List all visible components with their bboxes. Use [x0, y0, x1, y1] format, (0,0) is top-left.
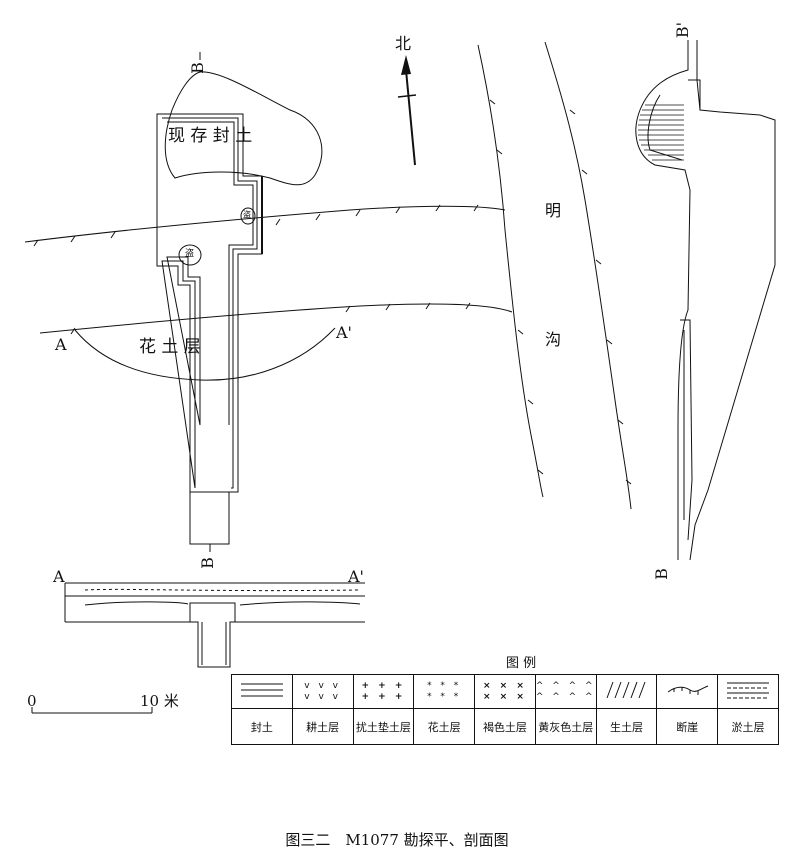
- north-arrow-bar: [397, 94, 417, 98]
- caret-pattern-icon: ^ ^ ^ ^^ ^ ^ ^: [535, 680, 596, 702]
- niche-left-circle: [178, 244, 202, 266]
- legend-symbol-mound: [231, 674, 293, 709]
- boundary-line-lower: [39, 303, 513, 334]
- plan-marker-a: A: [55, 335, 67, 354]
- ditch-west-edge: [477, 44, 544, 498]
- section-bb-drawing: [635, 40, 776, 561]
- scale-bar-line: [31, 707, 153, 714]
- section-b-prime-label: B': [673, 21, 693, 39]
- horizontal-lines-icon: [240, 683, 283, 697]
- tomb-inner-wall: [166, 121, 254, 426]
- ditch-label-1: 明: [545, 201, 562, 220]
- legend-label-silt: 淤土层: [717, 708, 779, 745]
- plan-marker-b-bottom: B: [197, 557, 217, 569]
- legend-symbol-cliff: [656, 674, 719, 709]
- flower-soil-outline: [74, 327, 336, 381]
- legend-symbol-yellow-gray: ^ ^ ^ ^^ ^ ^ ^: [534, 674, 597, 709]
- north-arrow-head: [401, 55, 411, 75]
- north-label: 北: [395, 34, 412, 53]
- legend-symbol-brown: × × ×× × ×: [474, 674, 536, 709]
- section-a-prime-label: A': [348, 567, 364, 586]
- north-arrow-shaft: [405, 69, 416, 166]
- mound-label: 现 存 封 土: [168, 126, 253, 146]
- legend-label-disturbed: 扰土垫土层: [352, 708, 415, 745]
- niche-left-label: 盗: [185, 249, 195, 259]
- scale-zero-label: 0: [27, 692, 37, 710]
- scale-ten-label: 10 米: [140, 692, 179, 710]
- flower-soil-label: 花 土 层: [139, 337, 201, 357]
- section-bb-hatch: [638, 104, 684, 161]
- section-b-label: B: [651, 568, 671, 580]
- asterisk-pattern-icon: * * ** * *: [427, 680, 462, 702]
- cross-pattern-icon: × × ×× × ×: [483, 680, 527, 702]
- legend-label-mound: 封土: [231, 708, 293, 745]
- legend-label-cultivated: 耕土层: [291, 708, 354, 745]
- legend-label-brown: 褐色土层: [474, 708, 536, 745]
- legend-title: 图 例: [506, 656, 537, 671]
- legend-label-flower: 花土层: [413, 708, 476, 745]
- legend-label-yellow-gray: 黄灰色土层: [534, 708, 597, 745]
- plan-marker-b-top: B: [187, 62, 207, 74]
- boundary-line-upper: [24, 205, 506, 243]
- tomb-outer-wall: [156, 113, 263, 545]
- section-a-label: A: [53, 567, 65, 586]
- legend-symbol-raw: [595, 674, 658, 709]
- niche-small-label: 盗: [243, 210, 251, 219]
- legend-symbol-silt: [717, 674, 779, 709]
- cliff-pattern-icon: [667, 685, 709, 695]
- boundary-ticks: [33, 204, 479, 335]
- ditch-label-2: 沟: [545, 330, 562, 349]
- section-aa-drawing: [64, 582, 365, 668]
- plan-marker-a-prime: A': [336, 323, 352, 342]
- ditch-east-edge: [544, 41, 632, 510]
- legend-label-raw: 生土层: [595, 708, 658, 745]
- niche-small-circle: [240, 207, 256, 225]
- ditch-ticks: [489, 99, 632, 485]
- legend-symbol-disturbed: + + ++ + +: [352, 674, 415, 709]
- tomb-middle-wall: [161, 117, 258, 489]
- silt-pattern-icon: [727, 682, 770, 699]
- mound-outline: [164, 71, 323, 186]
- slash-pattern-icon: [607, 681, 646, 699]
- plus-pattern-icon: + + ++ + +: [361, 680, 406, 702]
- legend-label-cliff: 断崖: [656, 708, 719, 745]
- legend-symbol-flower: * * ** * *: [413, 674, 476, 709]
- figure-caption: 图三二 M1077 勘探平、剖面图: [285, 831, 509, 849]
